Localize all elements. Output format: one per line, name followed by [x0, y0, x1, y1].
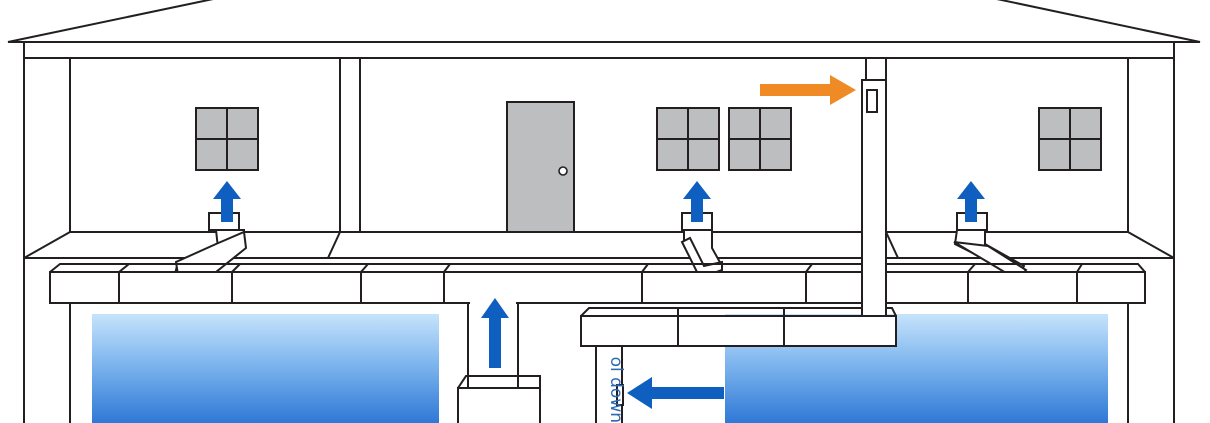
window-1: [195, 107, 259, 171]
floor-perspective-left: [23, 231, 71, 259]
exhaust-stack-vent: [866, 89, 878, 113]
furnace-top: [457, 375, 541, 389]
cool-zone-left: [92, 314, 439, 423]
return-plenum-top: [580, 307, 897, 317]
floor-divider-right: [885, 231, 899, 259]
furnace-unit: [457, 387, 541, 423]
right-arrow-icon: [760, 75, 856, 105]
up-arrow-icon: [957, 181, 985, 222]
up-arrow-icon: [481, 298, 509, 368]
roof-eave: [23, 41, 1175, 59]
left-arrow-icon: [627, 377, 724, 409]
partition-left: [339, 57, 361, 233]
main-trunk-duct: [49, 271, 1146, 304]
roof: [7, 0, 1201, 43]
window-3: [728, 107, 792, 171]
door: [506, 101, 575, 233]
window-2: [656, 107, 720, 171]
trunk-segment-joints: [118, 263, 1083, 303]
trunk-top-face: [49, 263, 1146, 273]
up-arrow-icon: [683, 181, 711, 222]
door-knob: [558, 166, 568, 176]
supply-boot-middle: [680, 212, 724, 280]
supply-boot-left: [174, 212, 248, 282]
exhaust-stack: [861, 79, 887, 317]
floor-perspective-right: [1127, 231, 1175, 259]
supply-boot-right: [953, 212, 1028, 282]
window-4: [1038, 107, 1102, 171]
unit-label: ol down: [606, 357, 626, 423]
ac-unit-vent: [616, 384, 624, 406]
floor-divider-left: [327, 231, 341, 259]
return-plenum-duct: [580, 315, 897, 347]
up-arrow-icon: [213, 181, 241, 222]
